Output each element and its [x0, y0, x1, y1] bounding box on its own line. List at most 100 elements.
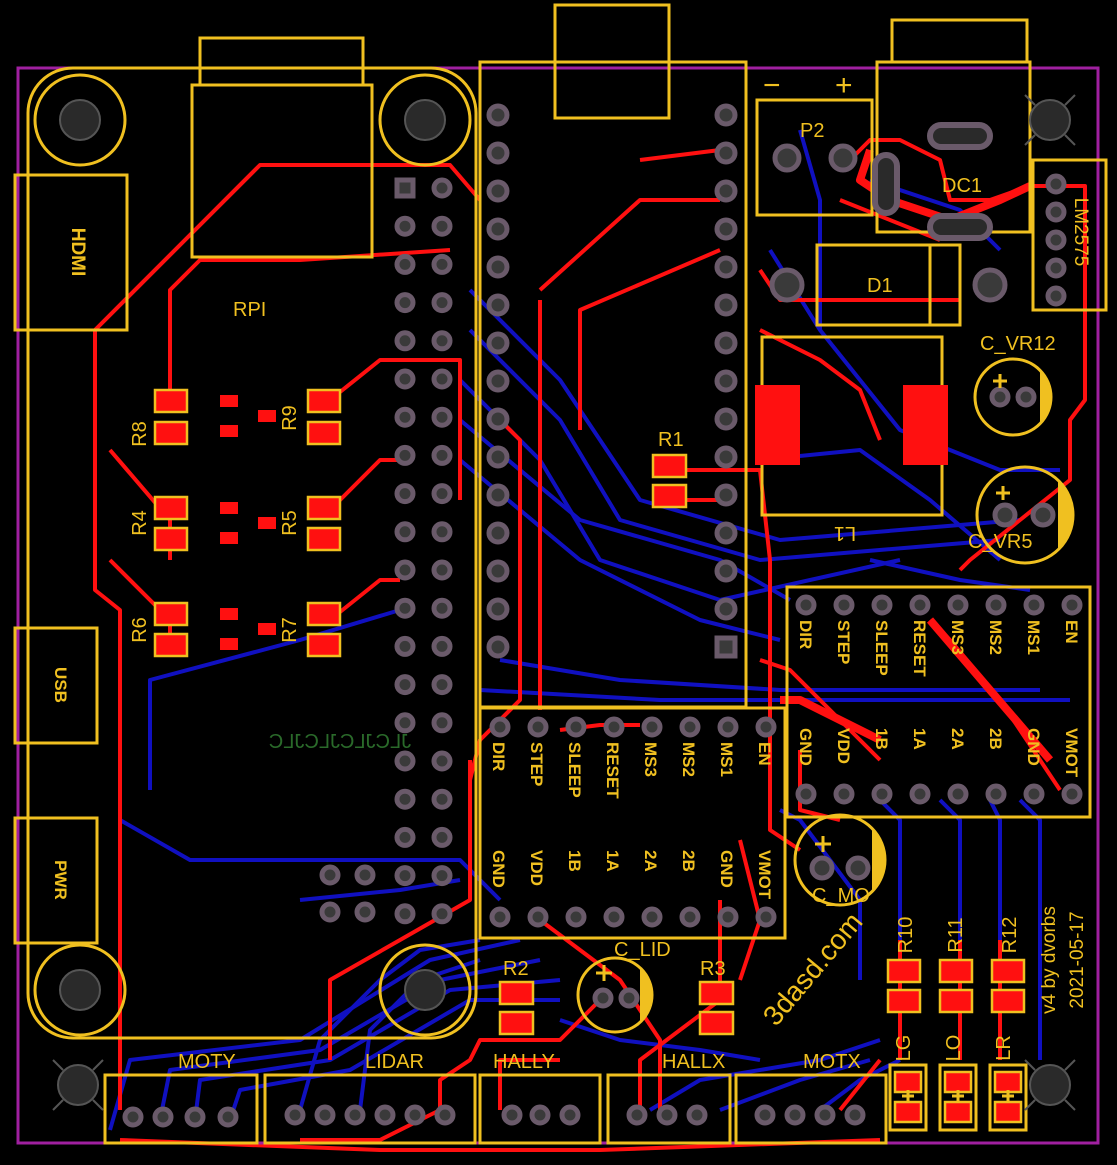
driver-x-pin	[489, 716, 511, 738]
mcu-pin	[714, 141, 738, 165]
driver-x-bottom-pin-label: GND	[489, 850, 508, 888]
mcu-pin	[714, 597, 738, 621]
r3-label: R3	[700, 958, 726, 980]
c-mo-label: C_MO	[812, 885, 870, 907]
driver-x-pin	[565, 716, 587, 738]
rpi-header-pin	[431, 292, 453, 314]
lg-label: LG	[893, 1035, 915, 1062]
mcu-pin	[714, 559, 738, 583]
lidar-pin	[374, 1104, 396, 1126]
motx-pin	[754, 1104, 776, 1126]
mcu-pin	[714, 407, 738, 431]
c-vr12-pin	[1015, 386, 1037, 408]
rpi-header-pin	[431, 865, 453, 887]
mcu-pin	[486, 255, 510, 279]
mount-hole-tr-ring	[378, 73, 472, 167]
mcu-usb-outline	[553, 3, 671, 120]
driver-x-top-pin-label: MS1	[717, 742, 736, 777]
d1-pin	[972, 267, 1008, 303]
driver-x-pin	[755, 906, 777, 928]
version-label: v4 by dvorbs	[1039, 906, 1060, 1014]
lidar-pin	[314, 1104, 336, 1126]
mcu-pin	[714, 103, 738, 127]
driver-y-pin	[909, 783, 931, 805]
rpi-header-pin	[394, 521, 416, 543]
rpi-header-pin	[394, 559, 416, 581]
through-hole-pads	[122, 103, 1083, 1128]
p2-label: P2	[800, 120, 824, 142]
mcu-pin	[486, 559, 510, 583]
lr-label: LR	[993, 1035, 1015, 1061]
hally-outline	[478, 1073, 602, 1145]
hallx-pin	[686, 1104, 708, 1126]
driver-y-top-pin-label: SLEEP	[872, 620, 891, 676]
driver-y-pin	[795, 783, 817, 805]
hallx-pin	[626, 1104, 648, 1126]
bottom-silkscreen: JLCJLCJLCJLC	[269, 731, 411, 753]
hallx-label: HALLX	[662, 1051, 725, 1073]
mcu-pin	[486, 103, 510, 127]
rpi-header-pin	[394, 483, 416, 505]
driver-y-top-pin-label: RESET	[910, 620, 929, 677]
r9-label: R9	[279, 405, 301, 431]
moty-pin	[184, 1106, 206, 1128]
driver-y-bottom-pin-label: VDD	[834, 728, 853, 764]
mount-hole-icon	[404, 99, 446, 141]
mcu-pin	[714, 179, 738, 203]
rpi-header-pin	[394, 406, 416, 428]
c-lid-pin	[618, 987, 640, 1009]
driver-x-pin	[603, 716, 625, 738]
driver-y-pin	[909, 594, 931, 616]
r2-label: R2	[503, 958, 529, 980]
driver-y-pin	[947, 594, 969, 616]
rpi-header-pin	[394, 368, 416, 390]
rpi-aux-pad	[354, 901, 376, 923]
p2-outline	[755, 98, 874, 217]
driver-y-outline	[785, 585, 1092, 819]
r1-label: R1	[658, 429, 684, 451]
mount-hole-icon	[1024, 1059, 1076, 1111]
mcu-pin	[714, 483, 738, 507]
driver-y-top-pin-label: DIR	[796, 620, 815, 649]
rpi-header-pin	[394, 826, 416, 848]
mcu-pin	[486, 217, 510, 241]
driver-x-bottom-pin-label: 2B	[679, 850, 698, 872]
driver-x-pin	[527, 716, 549, 738]
c-vr5-pin	[992, 502, 1018, 528]
lidar-pin	[284, 1104, 306, 1126]
date-label: 2021-05-17	[1067, 911, 1088, 1008]
rpi-header-pin	[394, 712, 416, 734]
mount-hole-icon	[59, 99, 101, 141]
driver-y-bottom-pin-label: GND	[1024, 728, 1043, 766]
mcu-pin	[714, 521, 738, 545]
driver-y-pin	[1023, 594, 1045, 616]
driver-y-bottom-pin-label: 1A	[910, 728, 929, 750]
motx-outline	[734, 1073, 888, 1145]
jlc-code-label: JLCJLCJLCJLC	[269, 731, 411, 753]
r5-label: R5	[279, 510, 301, 536]
r12-label: R12	[999, 917, 1021, 954]
driver-x-bottom-pin-label: VMOT	[755, 850, 774, 900]
driver-y-pin	[985, 594, 1007, 616]
lidar-pin	[434, 1104, 456, 1126]
mcu-pin	[714, 217, 738, 241]
rpi-header-pin	[431, 483, 453, 505]
rpi-aux-pad	[354, 864, 376, 886]
driver-x-top-pin-label: SLEEP	[565, 742, 584, 798]
l1-pad-right	[903, 385, 948, 465]
c-vr12-pin	[989, 386, 1011, 408]
moty-pin	[122, 1106, 144, 1128]
led-polarity-marks	[596, 374, 1014, 1102]
d1-pin	[769, 267, 805, 303]
rpi-header-pin	[394, 635, 416, 657]
rpi-header-pin	[431, 712, 453, 734]
rpi-label: RPI	[233, 299, 266, 321]
moty-pin	[217, 1106, 239, 1128]
driver-x-pin	[603, 906, 625, 928]
r10-label: R10	[895, 917, 917, 954]
transistor-pads	[220, 395, 276, 650]
rpi-header-pin	[431, 253, 453, 275]
p2-pin	[772, 143, 802, 173]
d1-outline	[815, 243, 962, 327]
